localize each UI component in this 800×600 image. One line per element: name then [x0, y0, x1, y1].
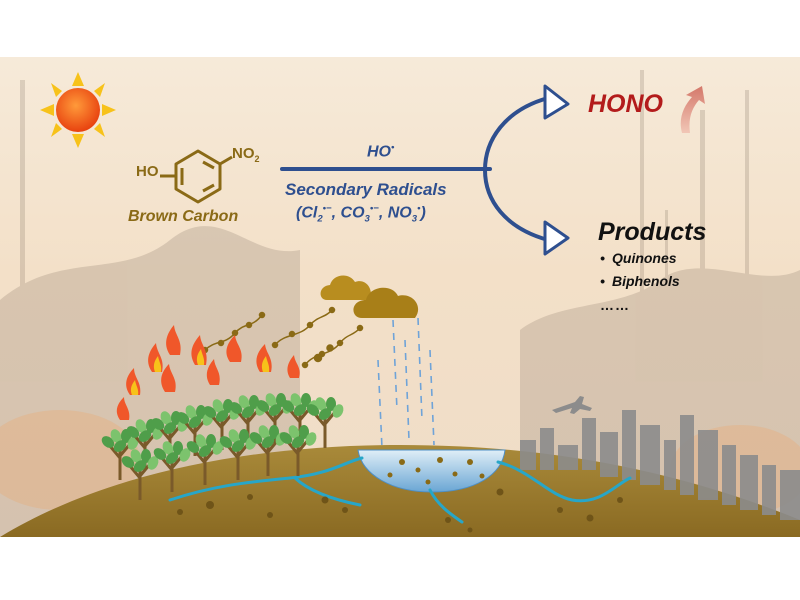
bullet: • [600, 250, 605, 266]
ho-radical-text: HO [367, 143, 391, 161]
river [168, 456, 632, 524]
species-cl-sub: 2 [317, 213, 323, 225]
ho-radical-label: HO• [367, 142, 394, 161]
product-label: Quinones [612, 250, 677, 266]
tree [219, 429, 257, 480]
species-no-sub: 3 [411, 213, 418, 225]
fire-icon [116, 325, 300, 420]
up-arrow-icon [680, 86, 705, 133]
cloud-icon [320, 275, 419, 318]
species-no-sup: • [417, 203, 421, 214]
nitro-sub: 2 [254, 154, 260, 164]
species-sep: , [331, 204, 341, 222]
species-close: ) [420, 204, 426, 222]
species-open: ( [296, 204, 302, 222]
products-ellipsis: …… [600, 297, 630, 313]
arrowhead-hono [543, 84, 570, 120]
species-cl-sup: •− [322, 203, 332, 214]
city-skyline-icon [520, 410, 800, 520]
tree-icon [101, 393, 344, 500]
smoke-particles [201, 306, 364, 369]
tree [279, 425, 317, 476]
species-no: NO [387, 204, 412, 222]
molecule-structure [160, 149, 233, 204]
ground-particles [177, 488, 623, 533]
tree [249, 425, 287, 476]
nitro-group-label: NO2 [232, 145, 260, 164]
bullet: • [600, 273, 605, 289]
species-co-sup: •− [369, 203, 379, 214]
nitro-text: NO [232, 145, 255, 162]
tree [151, 411, 189, 462]
sun-icon [40, 72, 116, 148]
airplane-icon [552, 396, 592, 414]
products-title: Products [598, 218, 707, 246]
species-co-sub: 3 [364, 213, 370, 225]
hydroxyl-group-label: HO [136, 163, 159, 180]
tree [121, 449, 159, 500]
arrowhead-products [543, 220, 570, 256]
radical-dot: • [391, 142, 395, 153]
rain-icon [377, 317, 435, 449]
secondary-radicals-label: Secondary Radicals [285, 180, 447, 199]
reaction-arrow [280, 96, 550, 242]
species-cl: Cl [301, 204, 318, 222]
tree [306, 397, 344, 448]
brown-carbon-label: Brown Carbon [128, 208, 239, 225]
lake-particles [387, 457, 485, 485]
tree [153, 441, 191, 492]
hono-label: HONO [588, 90, 663, 118]
species-sep: , [378, 204, 388, 222]
product-item-quinones: • Quinones [600, 250, 677, 266]
tree [186, 434, 224, 485]
product-item-biphenols: • Biphenols [600, 273, 680, 289]
product-label: Biphenols [612, 273, 680, 289]
species-co: CO [340, 204, 365, 222]
radical-species: (Cl2•−, CO3•−, NO3•) [296, 203, 426, 225]
